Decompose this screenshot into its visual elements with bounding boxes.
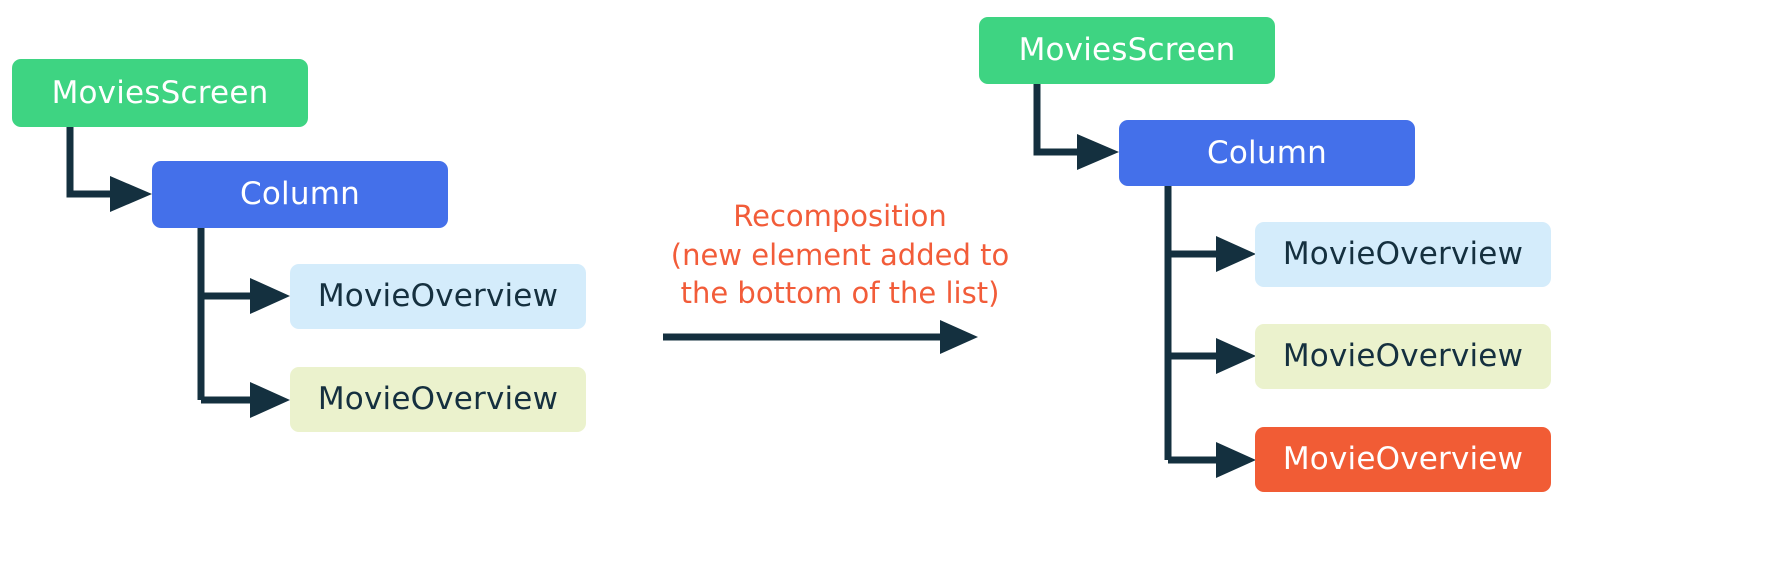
node-right-movies-screen[interactable]: MoviesScreen (979, 17, 1275, 84)
node-right-movie-overview-2[interactable]: MovieOverview (1255, 324, 1551, 389)
node-right-column[interactable]: Column (1119, 120, 1415, 186)
edge-left-screen-to-column (66, 127, 112, 198)
node-left-movie-overview-2[interactable]: MovieOverview (290, 367, 586, 432)
edge-right-screen-to-column (1033, 80, 1079, 156)
node-right-movie-overview-3[interactable]: MovieOverview (1255, 427, 1551, 492)
arrowhead-left-screen-to-column (110, 176, 152, 212)
transition-arrow-head (940, 320, 978, 354)
arrowhead-right-overview-3 (1216, 442, 1256, 478)
node-left-movies-screen[interactable]: MoviesScreen (12, 59, 308, 127)
arrowhead-right-overview-1 (1216, 236, 1256, 272)
node-left-movie-overview-1[interactable]: MovieOverview (290, 264, 586, 329)
recomposition-caption: Recomposition (new element added to the … (670, 199, 1010, 311)
arrowhead-right-screen-to-column (1077, 134, 1119, 170)
arrowhead-left-overview-2 (250, 382, 290, 418)
arrowhead-right-overview-2 (1216, 338, 1256, 374)
node-left-column[interactable]: Column (152, 161, 448, 228)
node-right-movie-overview-1[interactable]: MovieOverview (1255, 222, 1551, 287)
arrowhead-left-overview-1 (250, 278, 290, 314)
